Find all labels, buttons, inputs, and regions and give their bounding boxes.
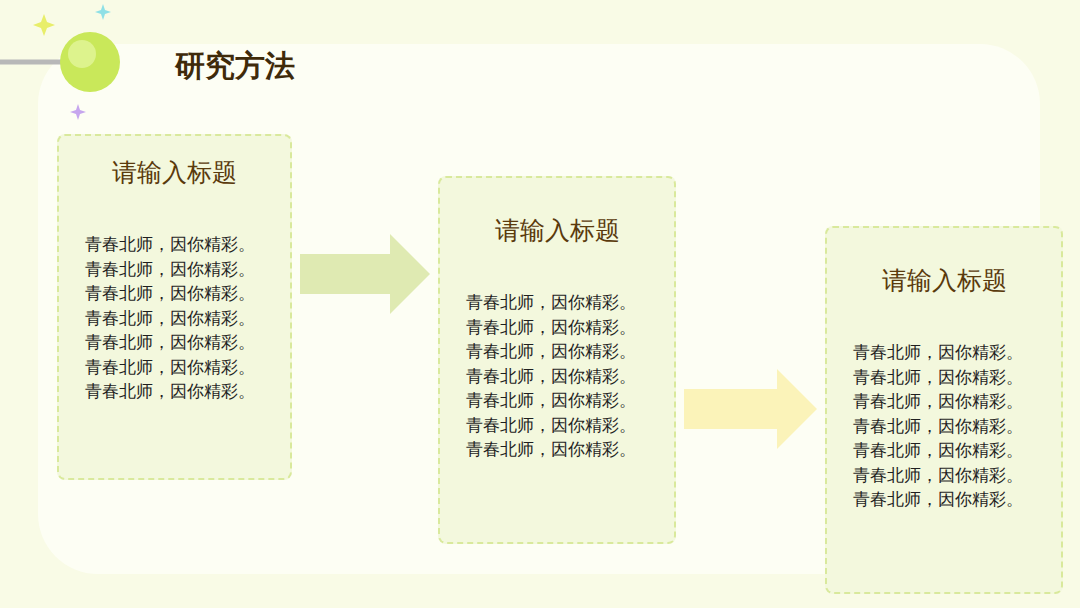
block-arrow bbox=[684, 369, 817, 449]
step-body: 青春北师，因你精彩。青春北师，因你精彩。青春北师，因你精彩。青春北师，因你精彩。… bbox=[85, 232, 265, 404]
star bbox=[95, 4, 111, 20]
step-box: 请输入标题青春北师，因你精彩。青春北师，因你精彩。青春北师，因你精彩。青春北师，… bbox=[57, 134, 292, 480]
step-heading: 请输入标题 bbox=[495, 214, 620, 247]
star bbox=[70, 104, 86, 120]
star bbox=[33, 14, 55, 36]
stick bbox=[0, 60, 62, 65]
step-body: 青春北师，因你精彩。青春北师，因你精彩。青春北师，因你精彩。青春北师，因你精彩。… bbox=[853, 340, 1033, 512]
step-body: 青春北师，因你精彩。青春北师，因你精彩。青春北师，因你精彩。青春北师，因你精彩。… bbox=[466, 290, 646, 462]
step-box: 请输入标题青春北师，因你精彩。青春北师，因你精彩。青春北师，因你精彩。青春北师，… bbox=[825, 226, 1063, 594]
slide-title: 研究方法 bbox=[175, 46, 295, 87]
step-heading: 请输入标题 bbox=[882, 264, 1007, 297]
step-box: 请输入标题青春北师，因你精彩。青春北师，因你精彩。青春北师，因你精彩。青春北师，… bbox=[438, 176, 676, 544]
ball-shine bbox=[68, 40, 96, 68]
ball bbox=[60, 32, 120, 92]
block-arrow bbox=[300, 234, 430, 314]
step-heading: 请输入标题 bbox=[112, 156, 237, 189]
